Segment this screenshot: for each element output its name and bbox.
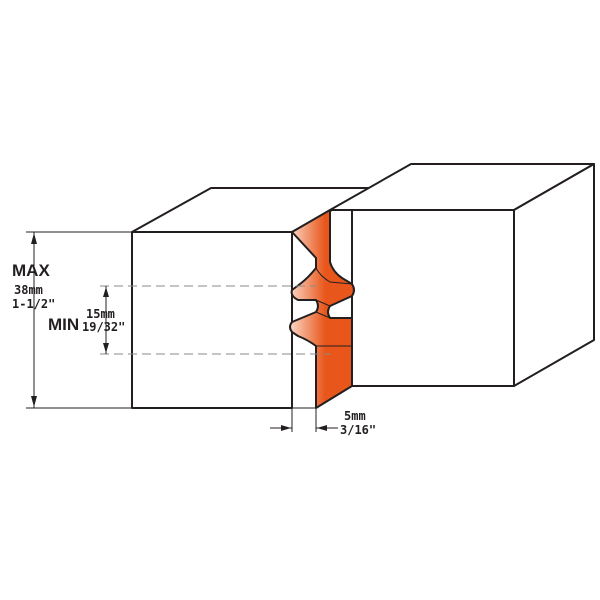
min-metric: 15mm	[86, 307, 115, 321]
min-arrow-top	[103, 287, 109, 297]
max-arrow-top	[31, 233, 37, 244]
min-label: MIN	[48, 315, 79, 334]
profile-cut-surface	[289, 209, 355, 409]
max-arrow-bottom	[31, 396, 37, 407]
profile-inner-edge-lower	[315, 299, 352, 347]
offset-imperial: 3/16"	[340, 423, 376, 437]
max-label: MAX	[12, 261, 50, 280]
left-block-front-face	[131, 231, 293, 409]
min-arrow-bottom	[103, 343, 109, 353]
max-dimension: MAX 38mm 1-1/2"	[12, 232, 55, 408]
offset-metric: 5mm	[344, 409, 366, 423]
profile-inner-edge	[315, 258, 353, 285]
right-block-front-face	[351, 209, 515, 387]
offset-dimension: 5mm 3/16"	[270, 409, 376, 437]
max-imperial: 1-1/2"	[12, 297, 55, 311]
max-metric: 38mm	[14, 283, 43, 297]
min-imperial: 19/32"	[82, 320, 125, 334]
min-dimension: MIN 15mm 19/32"	[48, 286, 125, 354]
right-workpiece	[329, 163, 595, 387]
left-workpiece	[131, 187, 373, 409]
offset-arrow-right	[317, 425, 327, 431]
offset-arrow-left	[281, 425, 291, 431]
joint-profile	[289, 209, 355, 409]
